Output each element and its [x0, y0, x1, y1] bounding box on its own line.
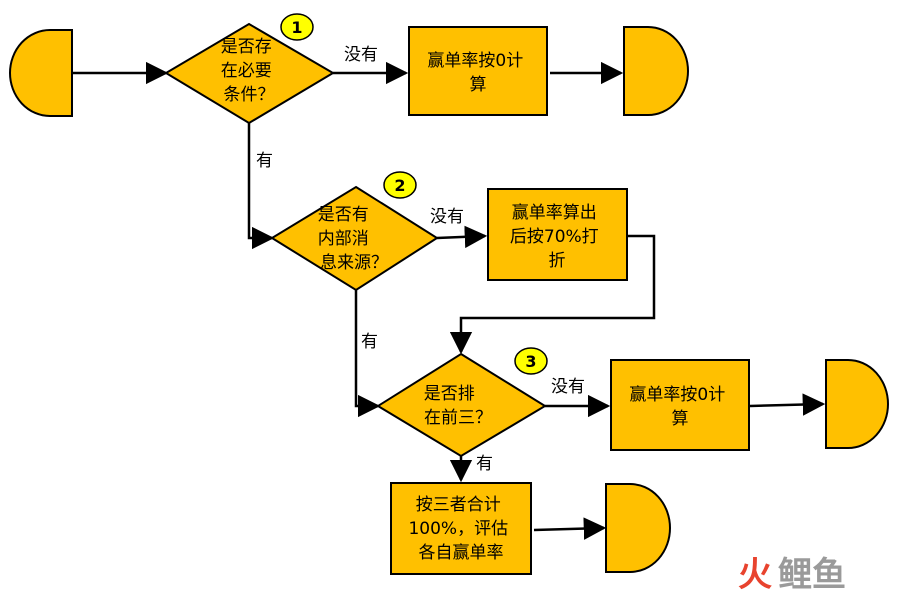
step-badge-2 [383, 171, 417, 199]
process-4: 按三者合计 100%，评估 各自赢单率 [390, 482, 532, 575]
svg-text:赢单率按0计 算: 赢单率按0计 算 [629, 385, 730, 429]
process-line: 赢单率按0计 [427, 51, 523, 71]
step-badge-number: 2 [394, 176, 405, 195]
edge-label-yes-1: 有 [256, 151, 273, 171]
process-1: 赢单率按0计 算 [408, 26, 548, 116]
edge-label-no-2: 没有 [430, 207, 464, 227]
process-2: 赢单率算出 后按70%打 折 [487, 188, 628, 281]
arrow-decision-2-to-process-2 [436, 225, 488, 249]
decision-line: 是否有 [318, 205, 369, 225]
decision-diamond [376, 352, 547, 458]
process-line: 赢单率算出 [512, 203, 597, 223]
svg-text:是否排 在前三？: 是否排 在前三？ [424, 384, 492, 428]
process-line: 后按70%打 [510, 227, 599, 247]
decision-line: 在必要 [221, 61, 272, 81]
svg-text:是否存 在必要 条件？: 是否存 在必要 条件？ [221, 37, 277, 105]
edge-label-no-1: 没有 [344, 45, 378, 65]
decision-line: 条件？ [224, 85, 275, 105]
step-badge-number: 3 [525, 352, 536, 371]
decision-diamond [270, 185, 439, 292]
arrow-process-4-to-end-3 [533, 517, 607, 540]
decision-line: 是否存 [221, 37, 272, 57]
edge-label-yes-3: 有 [476, 454, 493, 474]
decision-2: 是否有 内部消 息来源？ 2 [270, 171, 439, 292]
process-line: 折 [549, 251, 566, 271]
connectors [72, 61, 826, 540]
svg-text:赢单率按0计 算: 赢单率按0计 算 [427, 51, 528, 95]
process-line: 赢单率按0计 [629, 385, 725, 405]
arrow-process-2-to-decision-3 [449, 234, 656, 355]
arrow-decision-2-to-decision-3 [354, 290, 381, 418]
svg-text:赢单率算出 后按70%打 折: 赢单率算出 后按70%打 折 [510, 203, 604, 271]
process-box [610, 359, 750, 451]
edge-label-yes-2: 有 [361, 332, 378, 352]
process-line: 按三者合计 [416, 495, 501, 515]
decision-line: 在前三？ [424, 408, 492, 428]
process-line: 100%，评估 [408, 519, 508, 539]
decision-3: 是否排 在前三？ 3 [376, 347, 548, 458]
step-badge-1 [280, 13, 314, 41]
decision-diamond [164, 22, 335, 125]
end-terminator-3 [605, 483, 671, 573]
terminators [9, 26, 889, 573]
process-box [487, 188, 628, 281]
watermark-carp-glyphs: 鲤鱼 [778, 555, 846, 595]
decision-line: 息来源？ [320, 253, 388, 273]
svg-text:是否有 内部消 息来源？: 是否有 内部消 息来源？ [318, 205, 388, 273]
process-line: 算 [470, 75, 487, 95]
watermark-fire-glyph: 火 [738, 555, 772, 595]
process-line: 各自赢单率 [419, 543, 504, 563]
end-terminator-2 [825, 359, 889, 449]
process-box [390, 482, 532, 575]
start-terminator [9, 29, 73, 117]
watermark-logo: 火 鲤鱼 [738, 555, 846, 595]
process-line: 算 [672, 409, 689, 429]
end-terminator-1 [623, 26, 689, 116]
edge-label-no-3: 没有 [551, 377, 585, 397]
process-3: 赢单率按0计 算 [610, 359, 750, 451]
arrow-process-3-to-end-2 [749, 393, 826, 416]
decision-line: 内部消 [318, 229, 369, 249]
svg-text:按三者合计 100%，评估 各自赢单: 按三者合计 100%，评估 各自赢单率 [408, 495, 513, 563]
decision-line: 是否排 [424, 384, 475, 404]
process-box [408, 26, 548, 116]
decision-1: 是否存 在必要 条件？ 1 [164, 13, 335, 125]
step-badge-3 [514, 347, 548, 375]
arrow-decision-1-to-decision-2 [247, 123, 275, 250]
step-badge-number: 1 [291, 18, 302, 37]
